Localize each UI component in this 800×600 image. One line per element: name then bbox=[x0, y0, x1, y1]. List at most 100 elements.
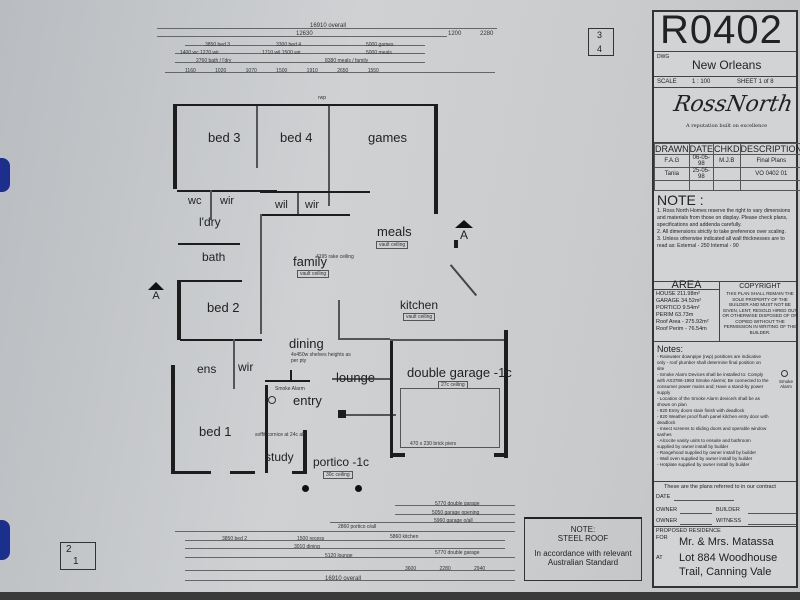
shelves-note: 4x450w shelves heights as per pty bbox=[291, 352, 351, 364]
contract-section: These are the plans referred to in our c… bbox=[654, 482, 796, 527]
dim-recess: 1500 recess bbox=[297, 536, 325, 542]
dim-1200: 1200 bbox=[448, 31, 462, 37]
rwp-label: rwp bbox=[318, 95, 327, 101]
dim-meals-family: 8380 meals / family bbox=[325, 58, 369, 64]
for-label: FOR bbox=[656, 535, 668, 541]
dim-overall: 16910 overall bbox=[310, 23, 347, 29]
sheet-marker-top: 3 4 bbox=[588, 28, 614, 56]
sheet-number: SHEET 1 of 8 bbox=[737, 79, 774, 85]
notes-item: - Smoke Alarm Devices shall be installed… bbox=[657, 372, 769, 395]
owner-signature-line-2[interactable] bbox=[680, 524, 712, 525]
cell: Tania bbox=[654, 167, 690, 181]
soffit-note: soffit cornice at 24c all bbox=[255, 432, 305, 438]
dim-kitchen: 5860 kitchen bbox=[390, 534, 419, 540]
dim-wc-wir: 1400 wc 1270 wir bbox=[180, 50, 219, 56]
room-portico: portico -1c bbox=[313, 455, 370, 469]
room-wir-1: wir bbox=[220, 195, 235, 207]
witness-label: WITNESS bbox=[716, 518, 742, 524]
cell: 25-05-98 bbox=[688, 167, 715, 181]
col-chkd: CHKD bbox=[713, 143, 741, 155]
room-bed-1: bed 1 bbox=[199, 424, 232, 439]
room-bed-3: bed 3 bbox=[208, 130, 241, 145]
witness-signature-line[interactable] bbox=[748, 524, 796, 525]
binder-clip bbox=[0, 158, 10, 192]
garage-ceiling: 27c ceiling bbox=[438, 381, 468, 389]
roof-note-standard: In accordance with relevant Australian S… bbox=[534, 549, 632, 567]
pier-column bbox=[302, 485, 309, 492]
notes-item: - 820 Weather proof flush panel kitchen … bbox=[657, 414, 769, 425]
kitchen-ceiling: vault ceiling bbox=[403, 313, 436, 321]
area-roof: Roof Area - 275.92m² bbox=[656, 319, 709, 325]
builder-logo: RossNorth A reputation built on excellen… bbox=[654, 88, 796, 143]
drawing-name: New Orleans bbox=[692, 58, 762, 72]
room-laundry: l'dry bbox=[199, 215, 221, 229]
pier-column bbox=[355, 485, 362, 492]
title-block: R0402 DWG New Orleans SCALE 1 : 100 SHEE… bbox=[652, 8, 800, 588]
builder-label: BUILDER bbox=[716, 507, 740, 513]
cell bbox=[713, 167, 741, 181]
meals-ceiling: vault ceiling bbox=[376, 241, 409, 249]
room-bed-4: bed 4 bbox=[280, 130, 313, 145]
section-marker-right: A bbox=[455, 220, 473, 242]
area-garage: GARAGE 34.52m² bbox=[656, 298, 702, 304]
roof-note-text: STEEL ROOF bbox=[557, 534, 609, 543]
dim-lounge: 5120 lounge bbox=[325, 553, 353, 559]
scale-value: 1 : 100 bbox=[692, 79, 711, 85]
dim-meals: 5000 meals bbox=[366, 50, 392, 56]
scale-label: SCALE bbox=[657, 79, 677, 85]
area-portico: PORTICO 9.54m² bbox=[656, 305, 700, 311]
col-date: DATE bbox=[688, 143, 715, 155]
date-line[interactable] bbox=[674, 500, 734, 501]
notes-section: Notes: - Rainwater downpipe (rwp) positi… bbox=[654, 342, 796, 482]
notes-title: Notes: bbox=[657, 344, 684, 354]
cell: Final Plans bbox=[739, 154, 800, 168]
area-section: AREA HOUSE 211.98m² GARAGE 34.52m² PORTI… bbox=[654, 280, 798, 342]
family-ceiling: vault ceiling bbox=[297, 270, 330, 278]
client-name: Mr. & Mrs. Matassa bbox=[679, 536, 774, 548]
dim-wil-wir: 1710 wil 1500 wir bbox=[262, 50, 301, 56]
dim-overall-bottom: 16910 overall bbox=[325, 576, 362, 582]
room-wir-2: wir bbox=[305, 199, 320, 211]
drawing-number: R0402 bbox=[660, 8, 783, 52]
copyright-title: COPYRIGHT bbox=[739, 283, 781, 290]
owner-signature-line[interactable] bbox=[680, 513, 712, 514]
at-label: AT bbox=[656, 555, 663, 561]
room-double-garage: double garage -1c bbox=[407, 365, 512, 380]
roof-note-title: NOTE: bbox=[570, 525, 596, 534]
notes-item: - Location of the Smoke Alarm device/s s… bbox=[657, 396, 760, 407]
note-item: 3. Unless otherwise indicated all wall t… bbox=[657, 236, 785, 249]
logo-wordmark: RossNorth bbox=[671, 92, 795, 117]
room-dining: dining bbox=[289, 336, 324, 351]
cell: 06-05-98 bbox=[688, 154, 715, 168]
proposed-residence: PROPOSED RESIDENCE FOR Mr. & Mrs. Matass… bbox=[654, 527, 796, 587]
brick-piers-note: 470 x 230 brick piers bbox=[410, 441, 457, 447]
dim-row-bottom: 3600 2280 2940 bbox=[405, 566, 486, 572]
note-item: 2. All dimensions strictly to take prefe… bbox=[657, 229, 786, 235]
marker-number: 1 bbox=[73, 556, 79, 567]
date-label: DATE bbox=[656, 494, 671, 500]
builder-signature-line[interactable] bbox=[748, 513, 796, 514]
dim-bed3: 3850 bed 3 bbox=[205, 42, 231, 48]
room-wc: wc bbox=[188, 195, 202, 207]
smoke-alarm-legend: Smoke Alarm bbox=[778, 379, 793, 389]
area-roof-perim: Roof Perim - 76.54m bbox=[656, 326, 707, 332]
room-family: family bbox=[293, 254, 327, 269]
portico-ceiling: 30c ceiling bbox=[323, 471, 353, 479]
room-lounge: lounge bbox=[336, 370, 376, 385]
room-bed-2: bed 2 bbox=[207, 300, 240, 315]
section-marker-left: A bbox=[148, 282, 164, 302]
dim-games: 5000 games bbox=[366, 42, 394, 48]
contract-text: These are the plans referred to in our c… bbox=[664, 484, 776, 490]
dim-2280: 2280 bbox=[480, 31, 494, 37]
cell: F.A.G bbox=[654, 154, 690, 168]
marker-number: 4 bbox=[597, 44, 603, 54]
dim-row: 1160 1020 1070 1500 1910 2650 1550 bbox=[185, 68, 379, 74]
col-drawn: DRAWN bbox=[654, 143, 690, 155]
notes-item: - 820 Entry doors stain finish with dead… bbox=[657, 408, 745, 413]
copyright-text: THIS PLAN SHALL REMAIN THE SOLE PROPERTY… bbox=[722, 291, 798, 335]
smoke-alarm-legend-icon bbox=[781, 370, 788, 377]
room-study: study bbox=[265, 450, 294, 464]
